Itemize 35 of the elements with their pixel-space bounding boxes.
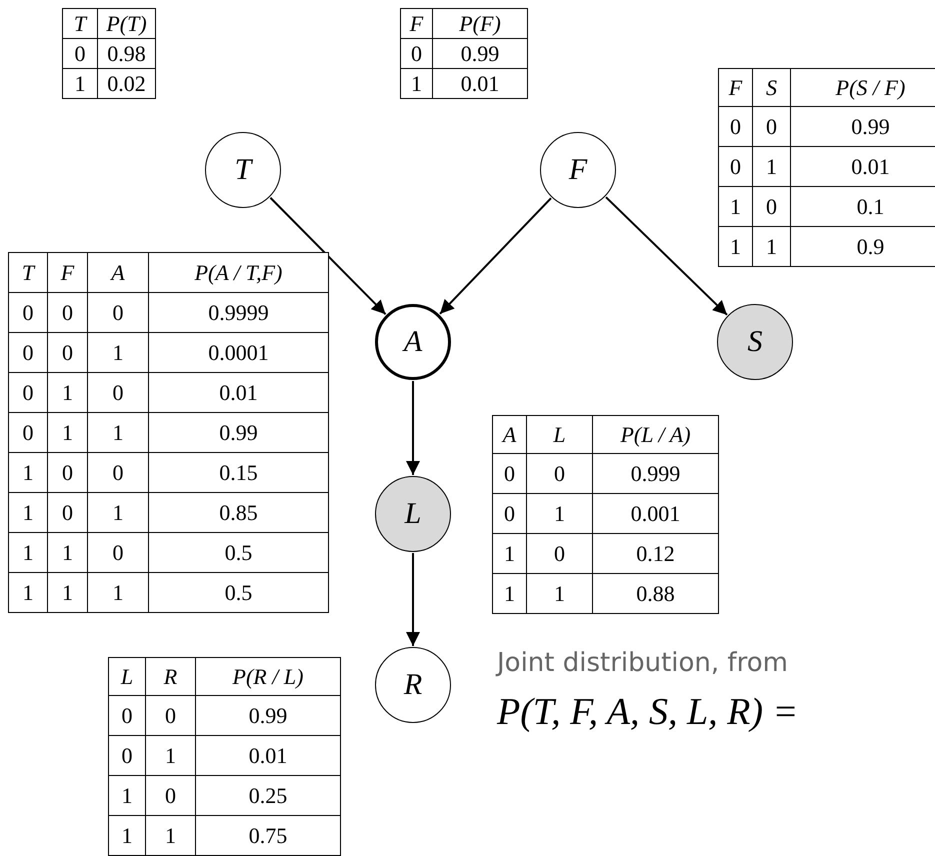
arrow — [605, 196, 728, 316]
table-cell: 0.88 — [592, 573, 719, 614]
table-cell: 0.5 — [148, 572, 329, 613]
table-cell: 1 — [8, 572, 48, 613]
table-cell: 1 — [62, 68, 98, 99]
table-header-cell: P(L / A) — [592, 415, 719, 454]
table-cell: 1 — [108, 815, 146, 856]
table-header-cell: L — [108, 657, 146, 696]
table-header-cell: P(R / L) — [195, 657, 341, 696]
table-header-cell: T — [8, 252, 48, 293]
circle-node: A — [375, 304, 451, 380]
table-cell: 1 — [400, 68, 433, 99]
circle-node: S — [717, 304, 793, 380]
table-header-cell: P(T) — [97, 8, 156, 39]
table-header-cell: F — [718, 68, 753, 107]
formula-text: P(T, F, A, S, L, R) = — [497, 690, 798, 734]
table-cell: 0.01 — [432, 68, 528, 99]
table-header-cell: F — [400, 8, 433, 39]
table-cell: 1 — [492, 573, 527, 614]
circle-node: L — [375, 476, 451, 552]
circle-node: T — [205, 132, 281, 208]
table-cell: 0.02 — [97, 68, 156, 99]
circle-node: F — [540, 132, 616, 208]
arrow — [439, 197, 552, 315]
arrow — [406, 381, 420, 475]
arrow — [406, 553, 420, 646]
circle-node: R — [375, 647, 451, 723]
table-cell: 1 — [718, 226, 753, 267]
table-cell: 0.75 — [195, 815, 341, 856]
note-text: Joint distribution, from — [497, 648, 788, 678]
table-header-cell: P(F) — [432, 8, 528, 39]
table-header-cell: A — [492, 415, 527, 454]
arrow — [270, 197, 386, 315]
table-header-cell: T — [62, 8, 98, 39]
table-header-cell: P(A / T,F) — [148, 252, 329, 293]
